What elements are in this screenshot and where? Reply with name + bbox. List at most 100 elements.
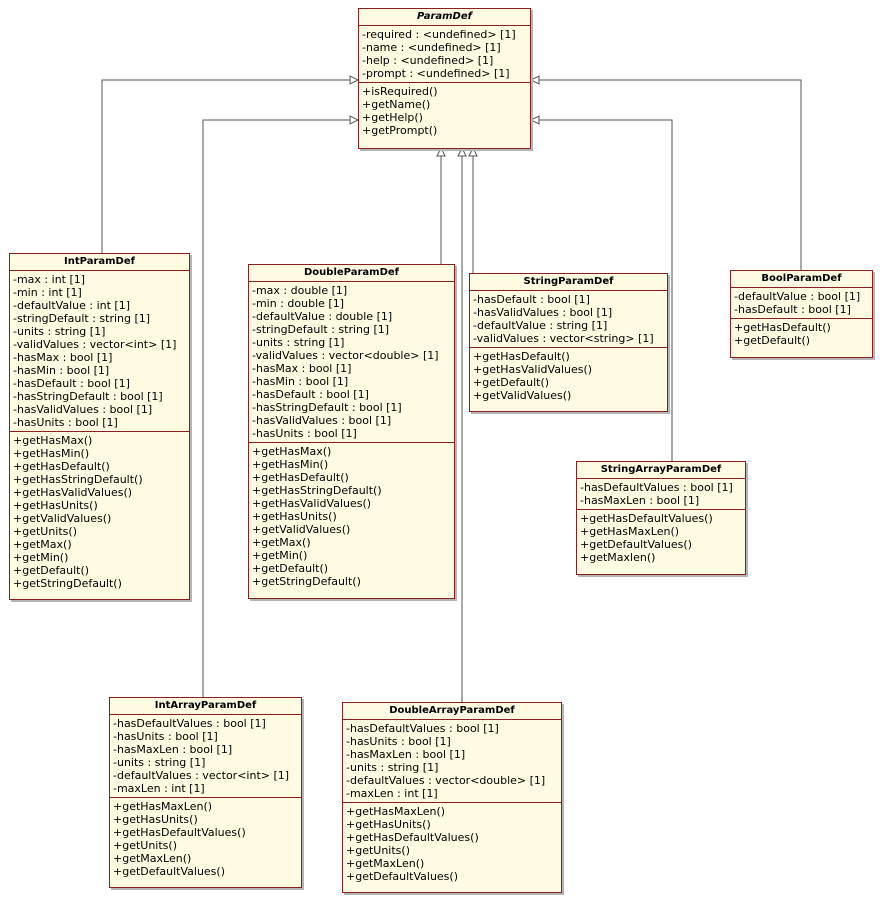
class-boolparamdef[interactable]: BoolParamDef -defaultValue : bool [1]-ha… <box>730 270 873 358</box>
attribute-row: -units : string [1] <box>346 761 439 774</box>
operation-row: +getHasDefault() <box>734 321 831 334</box>
attribute-row: -defaultValue : string [1] <box>473 319 608 332</box>
attribute-row: -min : int [1] <box>13 286 82 299</box>
attributes-compartment: -hasDefaultValues : bool [1]-hasUnits : … <box>343 720 561 803</box>
arrowhead-left-upper <box>349 75 360 85</box>
attribute-row: -hasMax : bool [1] <box>13 351 113 364</box>
operation-row: +getMin() <box>252 549 308 562</box>
attribute-row: -defaultValues : vector<int> [1] <box>113 769 290 782</box>
operation-row: +getValidValues() <box>252 523 351 536</box>
operation-row: +getUnits() <box>13 525 77 538</box>
operation-row: +getValidValues() <box>473 389 572 402</box>
attribute-row: -name : <undefined> [1] <box>362 41 501 54</box>
operation-row: +getHelp() <box>362 111 423 124</box>
operation-row: +getHasDefaultValues() <box>113 826 246 839</box>
operation-row: +getDefault() <box>734 334 811 347</box>
operation-row: +getUnits() <box>346 844 410 857</box>
operations-compartment: +getHasMax()+getHasMin()+getHasDefault()… <box>249 443 454 590</box>
edge-stringarrayparamdef-to-paramdef <box>539 119 673 461</box>
attribute-row: -hasDefault : bool [1] <box>13 377 130 390</box>
edge-intarrayparamdef-to-paramdef <box>202 119 353 697</box>
operations-compartment: +isRequired()+getName()+getHelp()+getPro… <box>359 83 530 139</box>
operation-row: +getDefault() <box>252 562 329 575</box>
operation-row: +getHasStringDefault() <box>252 484 382 497</box>
attributes-compartment: -hasDefaultValues : bool [1]-hasUnits : … <box>110 715 301 798</box>
attribute-row: -validValues : vector<string> [1] <box>473 332 654 345</box>
attribute-row: -hasDefault : bool [1] <box>734 303 851 316</box>
attribute-row: -hasDefault : bool [1] <box>252 388 369 401</box>
operation-row: +getHasMax() <box>13 434 93 447</box>
attribute-row: -hasValidValues : bool [1] <box>13 403 153 416</box>
operation-row: +getHasMin() <box>13 447 90 460</box>
attributes-compartment: -required : <undefined> [1]-name : <unde… <box>359 26 530 83</box>
attribute-row: -hasValidValues : bool [1] <box>473 306 613 319</box>
class-intarrayparamdef[interactable]: IntArrayParamDef -hasDefaultValues : boo… <box>109 697 302 888</box>
attribute-row: -defaultValue : bool [1] <box>734 290 861 303</box>
operations-compartment: +getHasMaxLen()+getHasUnits()+getHasDefa… <box>110 798 301 880</box>
attribute-row: -max : int [1] <box>13 273 86 286</box>
operation-row: +getHasStringDefault() <box>13 473 143 486</box>
operations-compartment: +getHasDefaultValues()+getHasMaxLen()+ge… <box>577 510 745 566</box>
class-name: DoubleArrayParamDef <box>343 703 561 720</box>
operation-row: +getHasMaxLen() <box>346 805 446 818</box>
operation-row: +getName() <box>362 98 431 111</box>
operation-row: +getHasUnits() <box>252 510 337 523</box>
attribute-row: -required : <undefined> [1] <box>362 28 516 41</box>
operation-row: +getDefaultValues() <box>346 870 458 883</box>
class-doubleparamdef[interactable]: DoubleParamDef -max : double [1]-min : d… <box>248 264 455 599</box>
attributes-compartment: -hasDefaultValues : bool [1]-hasMaxLen :… <box>577 479 745 510</box>
operations-compartment: +getHasMaxLen()+getHasUnits()+getHasDefa… <box>343 803 561 885</box>
class-name: StringParamDef <box>470 274 667 291</box>
class-doublearrayparamdef[interactable]: DoubleArrayParamDef -hasDefaultValues : … <box>342 702 562 893</box>
attributes-compartment: -max : int [1]-min : int [1]-defaultValu… <box>10 271 189 432</box>
operation-row: +getMax() <box>252 536 311 549</box>
operation-row: +getHasDefault() <box>252 471 349 484</box>
attribute-row: -hasMaxLen : bool [1] <box>346 748 466 761</box>
operation-row: +getMaxLen() <box>346 857 425 870</box>
operation-row: +getHasDefaultValues() <box>346 831 479 844</box>
class-name: IntArrayParamDef <box>110 698 301 715</box>
attribute-row: -hasDefaultValues : bool [1] <box>113 717 266 730</box>
attribute-row: -hasStringDefault : bool [1] <box>252 401 402 414</box>
attribute-row: -help : <undefined> [1] <box>362 54 494 67</box>
operation-row: +getHasDefault() <box>473 350 570 363</box>
attribute-row: -maxLen : int [1] <box>113 782 205 795</box>
operation-row: +getUnits() <box>113 839 177 852</box>
attribute-row: -hasValidValues : bool [1] <box>252 414 392 427</box>
class-name: StringArrayParamDef <box>577 462 745 479</box>
arrowhead-bottom-3 <box>468 146 478 157</box>
operation-row: +getHasValidValues() <box>252 497 372 510</box>
operation-row: +getHasValidValues() <box>473 363 593 376</box>
operation-row: +getHasDefault() <box>13 460 110 473</box>
operation-row: +getHasMax() <box>252 445 332 458</box>
class-intparamdef[interactable]: IntParamDef -max : int [1]-min : int [1]… <box>9 253 190 600</box>
operations-compartment: +getHasMax()+getHasMin()+getHasDefault()… <box>10 432 189 592</box>
operation-row: +getStringDefault() <box>13 577 122 590</box>
class-paramdef[interactable]: ParamDef -required : <undefined> [1]-nam… <box>358 8 531 149</box>
operation-row: +getMax() <box>13 538 72 551</box>
attribute-row: -prompt : <undefined> [1] <box>362 67 510 80</box>
operation-row: +getStringDefault() <box>252 575 361 588</box>
attribute-row: -hasUnits : bool [1] <box>13 416 118 429</box>
attribute-row: -hasMax : bool [1] <box>252 362 352 375</box>
attribute-row: -hasMaxLen : bool [1] <box>580 494 700 507</box>
operation-row: +getValidValues() <box>13 512 112 525</box>
attribute-row: -hasDefaultValues : bool [1] <box>346 722 499 735</box>
class-name: DoubleParamDef <box>249 265 454 282</box>
class-stringarrayparamdef[interactable]: StringArrayParamDef -hasDefaultValues : … <box>576 461 746 575</box>
attribute-row: -min : double [1] <box>252 297 344 310</box>
attribute-row: -hasMin : bool [1] <box>252 375 349 388</box>
operation-row: +getDefaultValues() <box>580 538 692 551</box>
attribute-row: -defaultValue : double [1] <box>252 310 393 323</box>
class-name: IntParamDef <box>10 254 189 271</box>
class-stringparamdef[interactable]: StringParamDef -hasDefault : bool [1]-ha… <box>469 273 668 412</box>
operation-row: +getDefault() <box>13 564 90 577</box>
attribute-row: -stringDefault : string [1] <box>252 323 390 336</box>
attribute-row: -hasUnits : bool [1] <box>252 427 357 440</box>
arrowhead-right-lower <box>529 115 540 125</box>
operation-row: +getMaxlen() <box>580 551 656 564</box>
operation-row: +getHasMin() <box>252 458 329 471</box>
attribute-row: -validValues : vector<double> [1] <box>252 349 439 362</box>
attributes-compartment: -max : double [1]-min : double [1]-defau… <box>249 282 454 443</box>
operations-compartment: +getHasDefault()+getHasValidValues() +get… <box>470 348 667 404</box>
